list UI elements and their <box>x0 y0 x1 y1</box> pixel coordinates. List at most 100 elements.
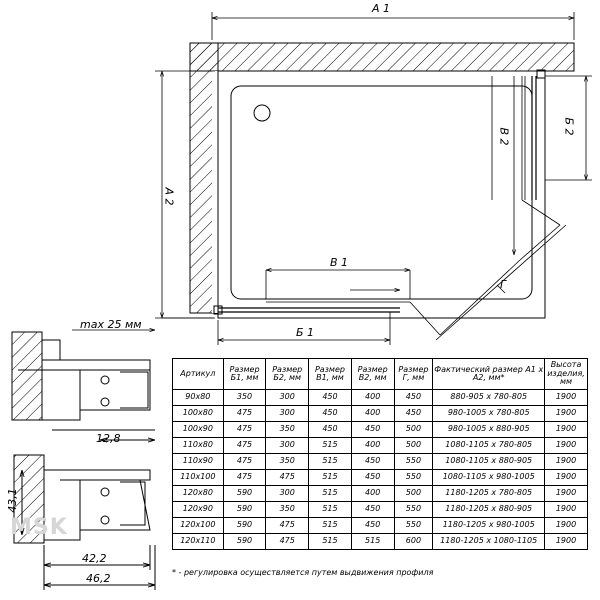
table-cell: 475 <box>222 405 267 422</box>
table-cell: 880-905 х 780-805 <box>432 389 546 406</box>
dim-b2-label: Б 2 <box>562 117 576 136</box>
table-cell: 980-1005 х 880-905 <box>432 421 546 438</box>
glass-panels <box>213 69 546 315</box>
table-cell: 450 <box>308 389 352 406</box>
table-cell: 590 <box>222 501 267 518</box>
wall-hatching <box>189 42 575 314</box>
table-cell: 1900 <box>544 517 588 534</box>
table-cell: 550 <box>393 501 434 518</box>
table-cell: 400 <box>350 405 395 422</box>
table-cell: 450 <box>393 389 434 406</box>
profile-dim-42-2: 42,2 <box>82 552 107 565</box>
dim-a2-label: А 2 <box>162 187 176 206</box>
table-cell: 300 <box>265 437 310 454</box>
table-cell: 110х100 <box>172 469 224 486</box>
table-cell: 475 <box>222 421 267 438</box>
table-cell: 1900 <box>544 533 588 550</box>
table-cell: 110х80 <box>172 437 224 454</box>
table-cell: 515 <box>308 517 352 534</box>
header-cell: Размер В2, мм <box>350 358 395 390</box>
table-cell: 120х100 <box>172 517 224 534</box>
table-cell: 400 <box>350 437 395 454</box>
table-cell: 450 <box>350 453 395 470</box>
table-cell: 1900 <box>544 485 588 502</box>
table-cell: 550 <box>393 517 434 534</box>
header-cell: Высота изделия, мм <box>544 358 588 390</box>
table-cell: 450 <box>350 501 395 518</box>
table-cell: 100х80 <box>172 405 224 422</box>
table-cell: 600 <box>393 533 434 550</box>
table-cell: 450 <box>393 405 434 422</box>
table-cell: 500 <box>393 437 434 454</box>
table-cell: 590 <box>222 517 267 534</box>
table-cell: 300 <box>265 405 310 422</box>
table-cell: 1180-1205 х 1080-1105 <box>432 533 546 550</box>
table-cell: 500 <box>393 421 434 438</box>
table-cell: 1900 <box>544 501 588 518</box>
table-cell: 515 <box>350 533 395 550</box>
table-cell: 300 <box>265 389 310 406</box>
header-cell: Артикул <box>172 358 224 390</box>
table-cell: 475 <box>222 469 267 486</box>
dim-v1-label: В 1 <box>330 256 349 269</box>
table-cell: 110х90 <box>172 453 224 470</box>
table-cell: 1080-1105 х 780-805 <box>432 437 546 454</box>
table-cell: 515 <box>308 437 352 454</box>
table-cell: 1900 <box>544 421 588 438</box>
header-cell: Размер Б2, мм <box>265 358 310 390</box>
table-cell: 450 <box>308 405 352 422</box>
table-cell: 590 <box>222 533 267 550</box>
table-cell: 1900 <box>544 389 588 406</box>
table-cell: 1900 <box>544 405 588 422</box>
table-cell: 400 <box>350 485 395 502</box>
drain-icon <box>253 104 271 122</box>
header-cell: Размер В1, мм <box>308 358 352 390</box>
table-cell: 120х90 <box>172 501 224 518</box>
profile-dim-46-2: 46,2 <box>86 572 111 585</box>
table-cell: 1180-1205 х 780-805 <box>432 485 546 502</box>
profile-dim-43-1: 43,1 <box>5 488 19 513</box>
table-header-row: Артикул Размер Б1, мм Размер Б2, мм Разм… <box>172 358 588 390</box>
table-cell: 1080-1105 х 980-1005 <box>432 469 546 486</box>
profile-max-label: max 25 мм <box>80 318 142 331</box>
table-cell: 350 <box>265 501 310 518</box>
table-cell: 1900 <box>544 469 588 486</box>
table-cell: 350 <box>265 453 310 470</box>
table-cell: 475 <box>265 517 310 534</box>
table-cell: 350 <box>222 389 267 406</box>
table-cell: 1180-1205 х 980-1005 <box>432 517 546 534</box>
table-cell: 400 <box>350 389 395 406</box>
table-cell: 515 <box>308 469 352 486</box>
shower-tray <box>217 70 546 319</box>
table-cell: 1900 <box>544 437 588 454</box>
door-swing <box>409 199 561 336</box>
table-cell: 980-1005 х 780-805 <box>432 405 546 422</box>
table-cell: 515 <box>308 501 352 518</box>
table-cell: 450 <box>350 469 395 486</box>
spec-table: Артикул Размер Б1, мм Размер Б2, мм Разм… <box>172 358 588 550</box>
table-cell: 515 <box>308 453 352 470</box>
table-cell: 475 <box>222 453 267 470</box>
header-cell: Фактический размер А1 х А2, мм* <box>432 358 546 390</box>
table-cell: 1180-1205 х 880-905 <box>432 501 546 518</box>
table-cell: 475 <box>222 437 267 454</box>
table-cell: 450 <box>350 421 395 438</box>
footnote: * - регулировка осуществляется путем выд… <box>172 568 434 577</box>
table-cell: 90х80 <box>172 389 224 406</box>
table-cell: 350 <box>265 421 310 438</box>
table-cell: 1080-1105 х 880-905 <box>432 453 546 470</box>
dim-a1-label: А 1 <box>372 2 391 15</box>
profile-section-top <box>11 331 151 421</box>
table-cell: 550 <box>393 453 434 470</box>
